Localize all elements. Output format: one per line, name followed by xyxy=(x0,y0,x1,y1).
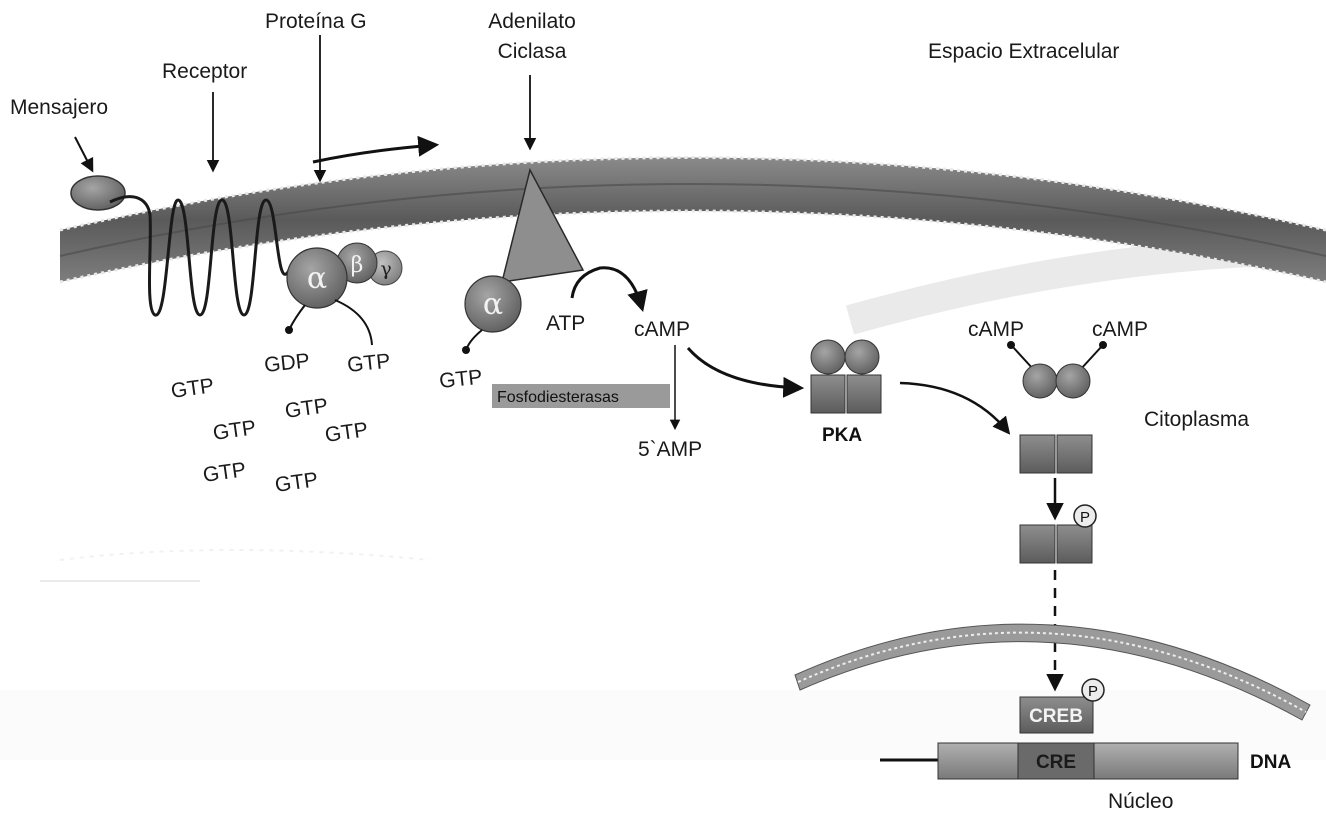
label-gtp-receptor: GTP xyxy=(346,350,391,377)
gtp-bond-dot xyxy=(462,346,470,354)
label-mensajero: Mensajero xyxy=(10,96,108,119)
label-gtp-alpha: GTP xyxy=(438,366,483,393)
label-pka: PKA xyxy=(822,425,862,446)
label-receptor: Receptor xyxy=(162,60,247,83)
pka-regulatory-ball-left xyxy=(811,340,845,374)
pka-regulatory-ball-right xyxy=(845,340,879,374)
pka-activation-arrow xyxy=(900,383,1008,432)
label-fosfodiesterasas: Fosfodiesterasas xyxy=(497,389,619,406)
label-ciclasa: Ciclasa xyxy=(498,40,567,63)
messenger-arrow xyxy=(75,137,92,170)
label-espacio-extracelular: Espacio Extracelular xyxy=(928,40,1119,63)
label-camp-left: cAMP xyxy=(968,318,1024,341)
gdp-bond-dot xyxy=(285,326,293,334)
beta-symbol: β xyxy=(351,253,364,278)
phosphate-label: P xyxy=(1080,509,1090,526)
phosphate-label-2: P xyxy=(1088,683,1098,700)
catalytic-subunits-phosphorylated: P xyxy=(1020,505,1096,563)
label-gtp-pool-2: GTP xyxy=(283,394,329,423)
g-protein-activation-arrow xyxy=(313,145,435,162)
label-gdp: GDP xyxy=(263,349,311,377)
label-adenilato: Adenilato xyxy=(488,10,576,33)
label-gtp-pool-5: GTP xyxy=(201,458,247,487)
label-atp: ATP xyxy=(546,312,585,335)
label-cre: CRE xyxy=(1036,752,1076,773)
pka-catalytic-left xyxy=(811,375,845,413)
label-camp-right: cAMP xyxy=(1092,318,1148,341)
camp-to-pka-arrow xyxy=(688,348,800,388)
pka-catalytic-right xyxy=(847,375,881,413)
label-camp: cAMP xyxy=(634,318,690,341)
catalytic-subunits-free xyxy=(1020,435,1092,473)
label-5amp: 5`AMP xyxy=(638,438,702,461)
label-gtp-pool-4: GTP xyxy=(323,418,369,447)
label-gtp-pool-1: GTP xyxy=(169,374,215,403)
label-dna: DNA xyxy=(1250,752,1291,773)
atp-to-camp-arrow xyxy=(572,268,642,308)
label-gtp-pool-3: GTP xyxy=(211,416,257,445)
label-creb: CREB xyxy=(1029,706,1083,727)
alpha-symbol: α xyxy=(307,261,327,296)
gamma-symbol: γ xyxy=(380,258,391,280)
alpha-symbol-active: α xyxy=(483,287,503,322)
label-citoplasma: Citoplasma xyxy=(1144,408,1249,431)
pka-complex xyxy=(811,340,881,413)
camp-regulatory-pair xyxy=(1007,341,1107,398)
label-nucleo: Núcleo xyxy=(1108,790,1173,813)
label-proteina-g: Proteína G xyxy=(265,10,367,33)
label-gtp-pool-6: GTP xyxy=(273,468,319,497)
gtp-exchange-curve xyxy=(335,300,372,345)
